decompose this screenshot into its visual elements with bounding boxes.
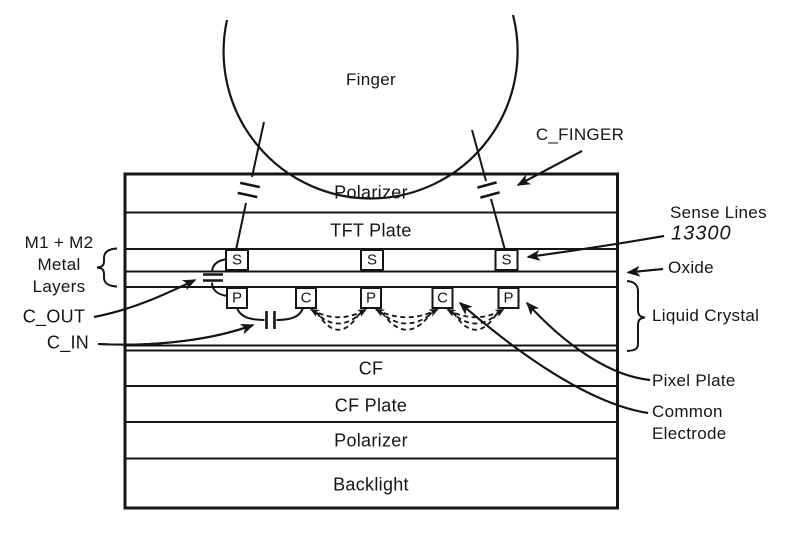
- metal-layers-label-line2: Metal: [37, 255, 81, 274]
- c-finger-label: C_FINGER: [535, 125, 625, 144]
- metal-layers-label-line3: Layers: [32, 277, 86, 296]
- common-electrode-arrow: [459, 302, 649, 414]
- common-electrode-c1: C: [300, 289, 312, 307]
- layer-polarizer-top-label: Polarizer: [334, 182, 408, 203]
- finger-label: Finger: [346, 70, 396, 89]
- fringe-field-arcs: [310, 308, 505, 331]
- metal-layers-label: M1 + M2 Metal Layers: [25, 232, 94, 298]
- common-electrode-label-line1: Common: [652, 402, 723, 421]
- c-out-capacitor: [203, 258, 228, 297]
- oxide-label: Oxide: [668, 258, 714, 277]
- pixel-electrode-p2: P: [365, 289, 377, 307]
- liquid-crystal-brace: [626, 280, 646, 352]
- layer-backlight-label: Backlight: [333, 474, 409, 495]
- c-in-label: C_IN: [46, 332, 90, 353]
- sense-lines-ref-number: 13300: [671, 222, 732, 245]
- layer-cf-plate-label: CF Plate: [334, 395, 408, 416]
- layer-boundary-lines: [126, 211, 616, 460]
- finger-coupling-left: [235, 121, 265, 251]
- c-in-capacitor: [236, 307, 304, 329]
- pixel-common-electrode-boxes: [226, 287, 520, 309]
- sense-lines-label: Sense Lines: [670, 203, 767, 222]
- sense-electrode-s3: S: [501, 251, 512, 269]
- finger-outline: [222, 14, 519, 200]
- pixel-plate-label: Pixel Plate: [652, 371, 736, 390]
- liquid-crystal-label: Liquid Crystal: [652, 306, 760, 325]
- pixel-electrode-p3: P: [503, 289, 514, 307]
- layer-tft-plate-label: TFT Plate: [330, 220, 412, 241]
- metal-layers-label-line1: M1 + M2: [24, 233, 94, 252]
- layer-cf-label: CF: [358, 358, 384, 379]
- layer-polarizer-bottom-label: Polarizer: [334, 430, 408, 451]
- sense-electrode-s2: S: [366, 251, 378, 269]
- sense-electrode-s1: S: [231, 251, 243, 269]
- common-electrode-label: Common Electrode: [652, 401, 727, 445]
- finger-coupling-right: [471, 129, 506, 251]
- common-electrode-c2: C: [437, 289, 448, 307]
- pixel-electrode-p1: P: [231, 289, 243, 307]
- metal-layers-brace: [96, 247, 118, 288]
- display-stack-outline: [123, 172, 619, 510]
- sense-electrode-boxes: [225, 249, 519, 271]
- common-electrode-label-line2: Electrode: [652, 424, 727, 443]
- c-out-label: C_OUT: [22, 306, 86, 327]
